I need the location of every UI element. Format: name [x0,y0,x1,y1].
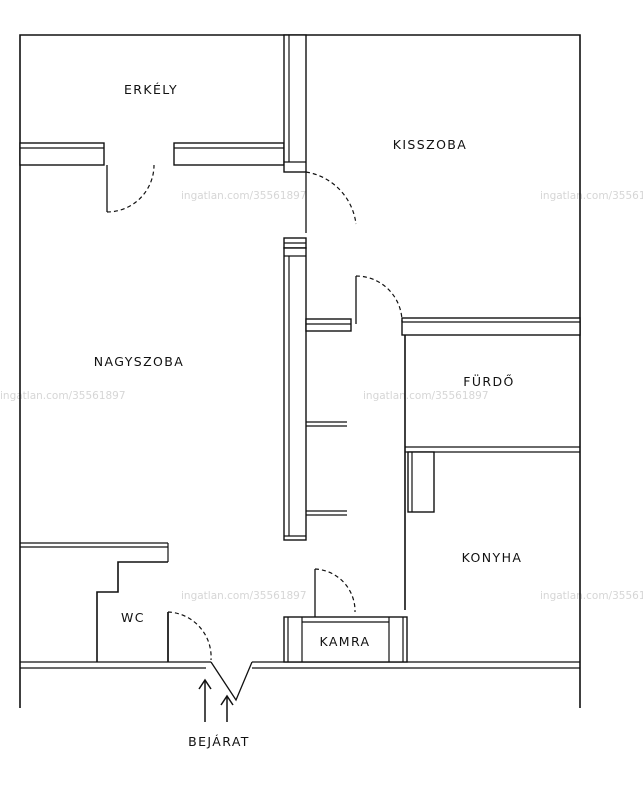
room-label-wc: WC [121,610,145,625]
kamra-door-swing [314,568,356,613]
watermark-4: ingatlan.com/35561897 [363,390,489,402]
entrance-door [210,661,253,702]
wc-door-swing [167,611,212,661]
watermark-group: ingatlan.com/35561897 ingatlan.com/35561… [0,190,643,602]
room-label-kamra: KAMRA [319,634,370,649]
watermark-2: ingatlan.com/35561897 [540,190,643,202]
entrance-arrows [198,678,234,722]
watermark-6: ingatlan.com/35561897 [540,590,643,602]
room-label-nagyszoba: NAGYSZOBA [94,354,184,369]
watermark-3: ingatlan.com/35561897 [0,390,126,402]
room-label-erkely: ERKÉLY [124,82,178,97]
kisszoba-door-swing [305,171,357,225]
watermark-1: ingatlan.com/35561897 [181,190,307,202]
doors [106,164,403,702]
wc-walls [20,542,169,662]
corridor-stubs [305,318,352,516]
room-label-konyha: KONYHA [462,550,523,565]
furdo-door-swing [355,275,403,323]
entrance-label: BEJÁRAT [188,734,250,749]
balcony-door-swing [106,164,155,213]
central-wall-lower [283,237,307,541]
watermark-5: ingatlan.com/35561897 [181,590,307,602]
kisszoba-bottom-wall [401,317,581,336]
room-label-kisszoba: KISSZOBA [393,137,467,152]
central-wall-upper [283,34,307,173]
kamra-walls [283,616,408,663]
balcony-wall [19,142,285,166]
room-label-furdo: FÜRDŐ [463,373,515,389]
wet-area-walls [404,335,580,610]
